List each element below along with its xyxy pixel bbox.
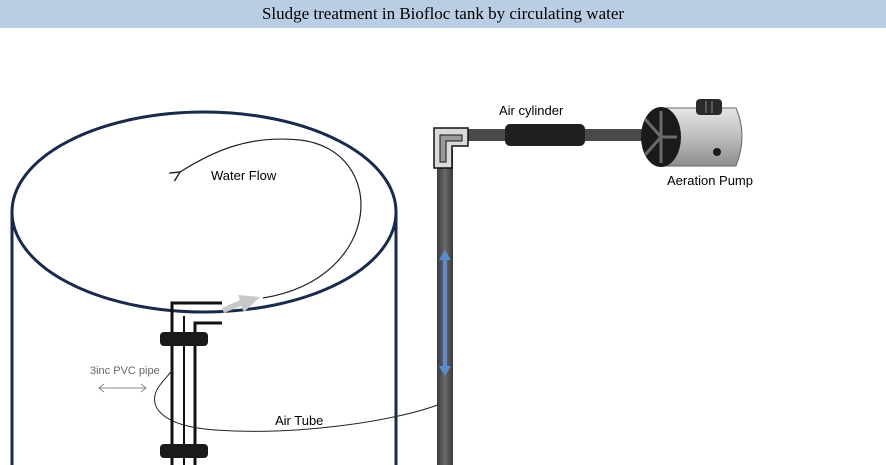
water-level-indicator-icon bbox=[439, 250, 451, 376]
pipe-clamp-bottom bbox=[160, 444, 208, 458]
air-cylinder-body bbox=[505, 124, 585, 146]
pump-body bbox=[661, 107, 743, 167]
pvc-pipe-outer bbox=[170, 301, 222, 465]
flow-direction-arrow-icon bbox=[222, 295, 260, 313]
water-flow-label: Water Flow bbox=[211, 168, 277, 183]
pvc-pipe-label: 3inc PVC pipe bbox=[90, 365, 160, 377]
air-tube: Air Tube bbox=[154, 369, 441, 432]
aeration-pump-label: Aeration Pump bbox=[667, 173, 753, 188]
tank-wall bbox=[10, 212, 398, 465]
air-tube-line bbox=[154, 369, 441, 432]
air-cylinder: Air cylinder bbox=[499, 103, 585, 146]
diagram-title: Sludge treatment in Biofloc tank by circ… bbox=[261, 4, 625, 23]
pipe-clamp-top bbox=[160, 332, 208, 346]
pvc-pipe-annotation: 3inc PVC pipe bbox=[90, 365, 160, 393]
air-cylinder-label: Air cylinder bbox=[499, 103, 564, 118]
biofloc-tank bbox=[10, 110, 398, 465]
aeration-pump: Aeration Pump bbox=[641, 99, 753, 188]
pipe-elbow-icon bbox=[433, 127, 469, 169]
water-flow-curve-icon bbox=[180, 138, 362, 299]
pump-top-knob bbox=[696, 99, 722, 115]
dimension-arrow-right-icon bbox=[140, 383, 147, 393]
pump-fan-icon bbox=[643, 111, 677, 163]
tank-rim bbox=[10, 110, 398, 314]
air-supply-pipe bbox=[433, 127, 645, 465]
title-bar: Sludge treatment in Biofloc tank by circ… bbox=[0, 0, 886, 28]
water-flow: Water Flow bbox=[180, 138, 362, 313]
pvc-pipe-inner bbox=[193, 321, 222, 465]
pvc-pipe-assembly bbox=[160, 301, 222, 465]
pump-outlet-icon bbox=[713, 148, 721, 156]
dimension-arrow-left-icon bbox=[98, 383, 105, 393]
air-tube-label: Air Tube bbox=[275, 413, 323, 428]
